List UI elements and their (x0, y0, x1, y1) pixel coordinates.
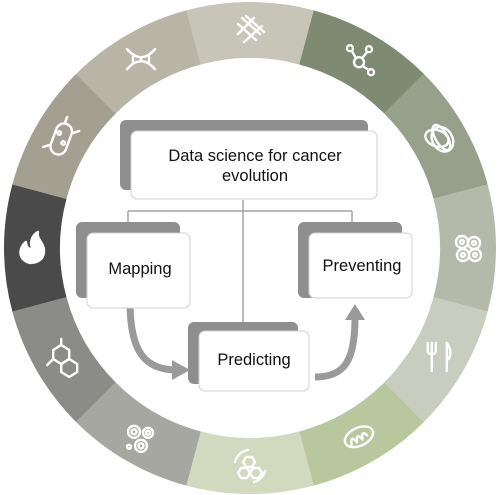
cycle-hexagon-icon (233, 448, 267, 484)
title-box: Data science for cancer evolution (120, 120, 378, 200)
flow-arrows (126, 301, 365, 381)
arrow-predicting-to-preventing (314, 317, 359, 381)
network-nodes-icon (345, 44, 376, 77)
bacteria-icon (42, 115, 81, 156)
chromosome-icon (236, 14, 266, 44)
preventing-box-face (308, 232, 413, 299)
mapping-box: Mapping (76, 222, 191, 309)
dna-icon (125, 48, 157, 71)
icon-ring (3, 2, 497, 494)
fork-knife-icon (426, 341, 452, 373)
arrow-head-right (172, 360, 190, 380)
mitochondria-icon (343, 425, 375, 449)
title-line-2: evolution (222, 167, 288, 185)
mapping-label: Mapping (108, 260, 171, 278)
connector-lines (127, 200, 353, 322)
cell-cluster-icon (454, 234, 483, 263)
ring-segment (384, 74, 488, 199)
ring-segment (384, 297, 488, 422)
mapping-box-face (86, 232, 191, 309)
preventing-label: Preventing (323, 257, 402, 275)
fire-icon (19, 230, 46, 265)
title-line-1: Data science for cancer (168, 147, 342, 165)
arrow-mapping-to-predicting (126, 301, 178, 374)
chemical-structure-icon (46, 337, 79, 379)
preventing-box: Preventing (298, 222, 413, 299)
tangled-fiber-icon (424, 123, 455, 153)
title-box-face (130, 130, 378, 200)
ring-segment (12, 74, 116, 199)
ring-segment (299, 10, 424, 114)
predicting-box-face (198, 330, 310, 392)
predicting-box: Predicting (188, 322, 310, 392)
ring-segment (186, 431, 314, 494)
cells-icon (125, 424, 155, 453)
arrow-head-up (345, 304, 365, 320)
predicting-label: Predicting (217, 351, 290, 369)
ring-segment (12, 297, 116, 422)
